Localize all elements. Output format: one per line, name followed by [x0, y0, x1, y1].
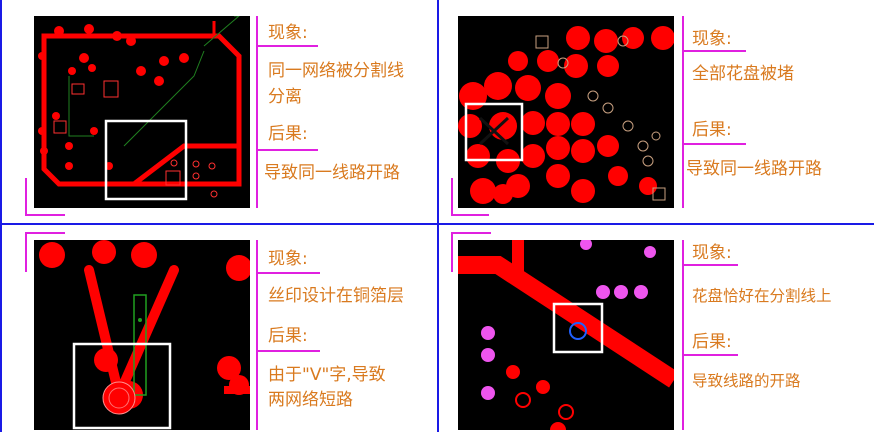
phenomenon-label: 现象:: [692, 29, 732, 49]
accent-line: [25, 232, 27, 272]
accent-line: [25, 214, 65, 216]
consequence-line-1: 由于"V"字,导致: [268, 365, 386, 385]
accent-line: [451, 232, 453, 272]
accent-line: [682, 240, 684, 430]
label-underline: [258, 149, 318, 151]
consequence-line-1: 导致同一线路开路: [264, 163, 400, 183]
accent-line: [256, 240, 258, 430]
label-underline: [258, 350, 320, 352]
accent-line: [451, 214, 489, 216]
highlight-box: [464, 102, 524, 162]
pcb-image-split-net: [34, 16, 250, 208]
left-edge-divider: [0, 0, 2, 432]
label-underline: [684, 143, 746, 145]
consequence-line-1: 导致线路的开路: [692, 372, 801, 390]
pcb-image-blocked-thermal-pads: [458, 16, 674, 208]
accent-line: [682, 16, 684, 208]
phenomenon-label: 现象:: [268, 23, 308, 43]
pcb-image-silkscreen-on-copper: [34, 240, 250, 430]
label-underline: [684, 50, 746, 52]
highlight-box: [72, 342, 172, 430]
consequence-label: 后果:: [692, 332, 732, 352]
label-underline: [258, 272, 320, 274]
pcb-image-pad-on-split-line: [458, 240, 674, 430]
phenomenon-line-1: 花盘恰好在分割线上: [692, 287, 832, 305]
phenomenon-label: 现象:: [268, 249, 308, 269]
accent-line: [25, 232, 65, 234]
consequence-line-1: 导致同一线路开路: [686, 159, 822, 179]
highlight-box: [552, 302, 604, 354]
consequence-line-2: 两网络短路: [268, 390, 353, 410]
accent-line: [256, 16, 258, 208]
label-underline: [258, 45, 318, 47]
consequence-label: 后果:: [692, 120, 732, 140]
phenomenon-label: 现象:: [692, 243, 732, 263]
label-underline: [684, 264, 738, 266]
highlight-box: [104, 119, 188, 201]
phenomenon-line-1: 丝印设计在铜箔层: [268, 286, 404, 306]
consequence-label: 后果:: [268, 326, 308, 346]
label-underline: [684, 354, 738, 356]
phenomenon-line-1: 同一网络被分割线: [268, 61, 404, 81]
accent-line: [25, 178, 27, 216]
accent-line: [451, 178, 453, 216]
phenomenon-line-1: 全部花盘被堵: [692, 64, 794, 84]
accent-line: [451, 232, 491, 234]
phenomenon-line-2: 分离: [268, 87, 302, 107]
vertical-divider: [437, 0, 439, 432]
consequence-label: 后果:: [268, 124, 308, 144]
